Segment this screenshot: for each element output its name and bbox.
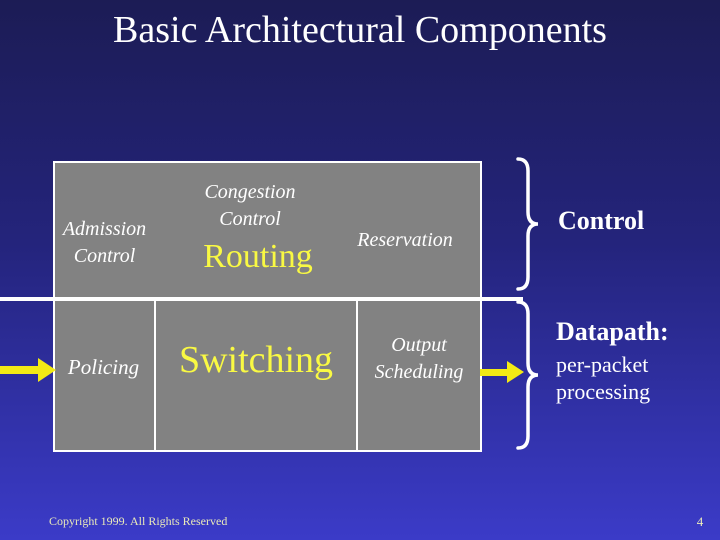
congestion-control-line2: Control: [219, 208, 281, 230]
output-scheduling-label: Output Scheduling: [358, 332, 480, 386]
packet-out-arrow-icon: [480, 361, 524, 383]
datapath-brace-icon: [516, 300, 539, 450]
datapath-annotation: Datapath:: [556, 317, 669, 346]
switching-label: Switching: [178, 339, 334, 381]
congestion-control-line1: Congestion: [204, 181, 296, 203]
reservation-label: Reservation: [357, 229, 453, 251]
admission-control-line1: Admission: [62, 218, 147, 240]
control-datapath-divider-line: [0, 297, 523, 301]
control-annotation: Control: [558, 206, 645, 235]
admission-control-line2: Control: [73, 245, 136, 267]
cell-divider-policing-switching: [154, 301, 156, 450]
page-title: Basic Architectural Components: [113, 9, 607, 51]
packet-in-arrow-icon: [0, 358, 56, 382]
routing-label: Routing: [203, 238, 313, 275]
output-scheduling-line2: Scheduling: [374, 361, 464, 383]
output-scheduling-line1: Output: [391, 334, 447, 356]
copyright-text: Copyright 1999. All Rights Reserved: [49, 514, 228, 528]
admission-control-label: Admission Control: [53, 216, 156, 270]
page-number: 4: [696, 514, 704, 529]
datapath-description: per-packet processing: [556, 351, 650, 405]
components-box: [53, 161, 482, 452]
congestion-control-label: Congestion Control: [170, 179, 330, 233]
datapath-description-line1: per-packet: [556, 352, 649, 377]
datapath-description-line2: processing: [556, 379, 651, 404]
policing-label: Policing: [67, 355, 140, 379]
cell-divider-switching-output: [356, 301, 358, 450]
control-brace-icon: [516, 157, 539, 291]
